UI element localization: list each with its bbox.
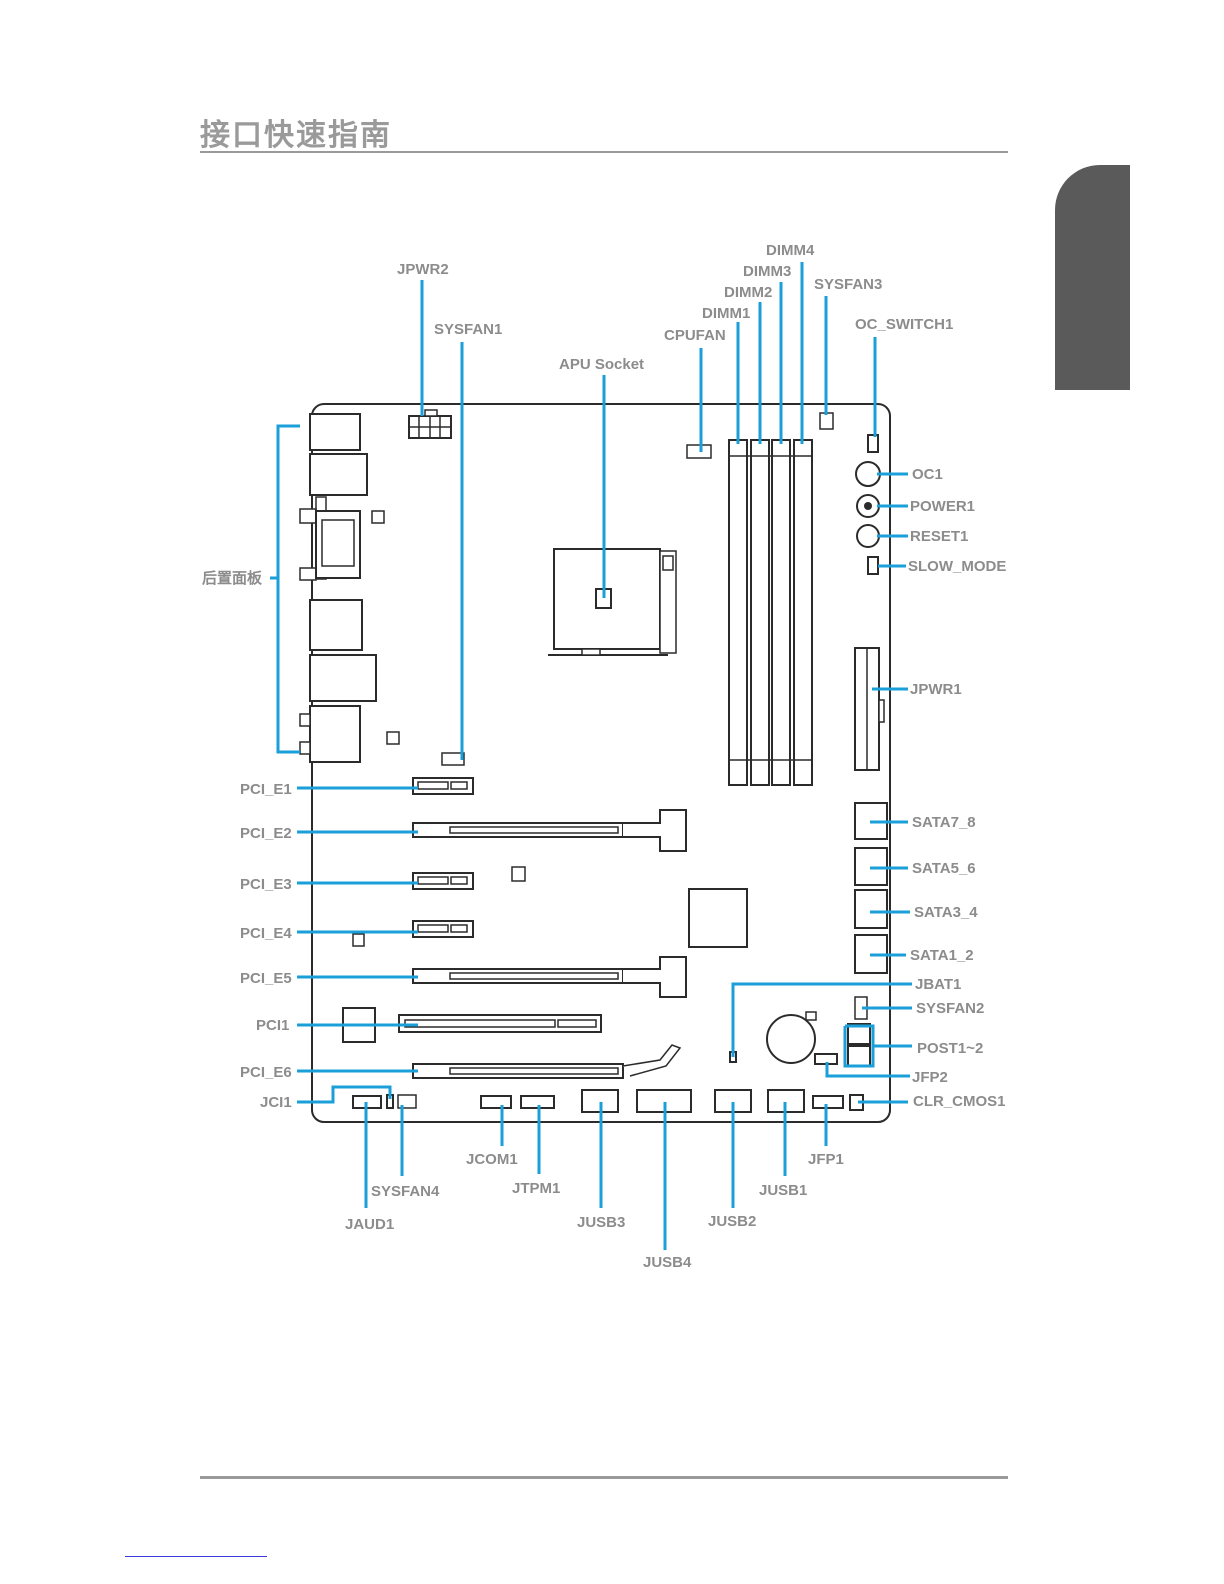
pci-e4-slot — [413, 921, 473, 937]
oc1-button — [856, 462, 880, 486]
apu-socket — [548, 549, 676, 655]
label-power1: POWER1 — [910, 498, 975, 515]
label-sysfan1: SYSFAN1 — [434, 321, 502, 338]
oc-switch1 — [868, 435, 878, 452]
chipset — [689, 889, 747, 947]
label-pci-e1: PCI_E1 — [240, 781, 292, 798]
label-pci-e5: PCI_E5 — [240, 970, 292, 987]
chip — [353, 934, 364, 946]
label-jusb2: JUSB2 — [708, 1213, 756, 1230]
label-oc-switch1: OC_SWITCH1 — [855, 316, 953, 333]
label-oc1: OC1 — [912, 466, 943, 483]
label-jusb4: JUSB4 — [643, 1254, 692, 1271]
label-sata1-2: SATA1_2 — [910, 947, 974, 964]
chip — [512, 867, 525, 881]
label-post1-2: POST1~2 — [917, 1040, 983, 1057]
chip — [387, 732, 399, 744]
label-sysfan3: SYSFAN3 — [814, 276, 882, 293]
label-pci-e6: PCI_E6 — [240, 1064, 292, 1081]
sata3-4-port — [855, 890, 887, 928]
label-jpwr1: JPWR1 — [910, 681, 962, 698]
label-dimm3: DIMM3 — [743, 263, 791, 280]
cpufan-header — [687, 445, 711, 458]
label-dimm2: DIMM2 — [724, 284, 772, 301]
label-jusb1: JUSB1 — [759, 1182, 807, 1199]
jpwr1-connector — [855, 648, 884, 770]
jcom1-header — [481, 1096, 511, 1108]
label-slow-mode: SLOW_MODE — [908, 558, 1006, 575]
label-pci-e2: PCI_E2 — [240, 825, 292, 842]
post-display — [848, 1024, 870, 1066]
label-cpufan: CPUFAN — [664, 327, 726, 344]
label-dimm4: DIMM4 — [766, 242, 815, 259]
chip — [372, 511, 384, 523]
label-jbat1: JBAT1 — [915, 976, 961, 993]
label-dimm1: DIMM1 — [702, 305, 750, 322]
sysfan3-header — [820, 413, 833, 429]
label-clr-cmos1: CLR_CMOS1 — [913, 1093, 1006, 1110]
label-jtpm1: JTPM1 — [512, 1180, 560, 1197]
label-jusb3: JUSB3 — [577, 1214, 625, 1231]
cmos-battery — [767, 1015, 815, 1063]
label-rear-panel: 后置面板 — [202, 569, 263, 587]
label-sysfan4: SYSFAN4 — [371, 1183, 440, 1200]
label-reset1: RESET1 — [910, 528, 968, 545]
label-apu-socket: APU Socket — [559, 356, 644, 373]
pci-e1-slot — [413, 778, 473, 794]
slow-mode-switch — [868, 557, 878, 574]
pci-e3-slot — [413, 873, 473, 889]
label-jfp2: JFP2 — [912, 1069, 948, 1086]
label-jfp1: JFP1 — [808, 1151, 844, 1168]
label-jaud1: JAUD1 — [345, 1216, 394, 1233]
label-jpwr2: JPWR2 — [397, 261, 449, 278]
label-sysfan2: SYSFAN2 — [916, 1000, 984, 1017]
label-pci1: PCI1 — [256, 1017, 289, 1034]
jfp1-header — [813, 1096, 843, 1108]
label-pci-e3: PCI_E3 — [240, 876, 292, 893]
label-jcom1: JCOM1 — [466, 1151, 518, 1168]
label-pci-e4: PCI_E4 — [240, 925, 292, 942]
label-sata7-8: SATA7_8 — [912, 814, 976, 831]
label-sata3-4: SATA3_4 — [914, 904, 978, 921]
label-jci1: JCI1 — [260, 1094, 292, 1111]
pci1-slot — [399, 1015, 601, 1032]
label-sata5-6: SATA5_6 — [912, 860, 976, 877]
reset1-button — [857, 525, 879, 547]
